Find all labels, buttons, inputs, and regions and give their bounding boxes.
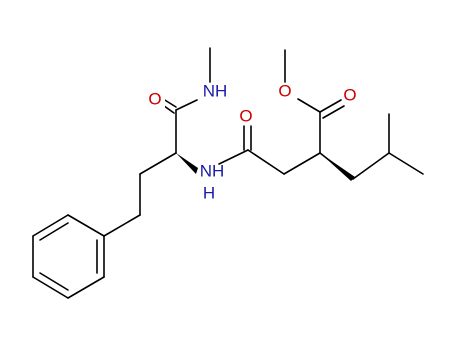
bond-ring-inner-3: [39, 222, 69, 241]
atom-nh-amide-h: H: [203, 183, 215, 202]
bond-ring-3: [32, 276, 69, 299]
atom-o-amide2: O: [239, 106, 252, 125]
bond-ester-double-a: [319, 99, 342, 113]
bond-isobutyl-methyl2: [388, 152, 424, 175]
bond-ring-inner-2: [39, 272, 69, 291]
bond-ester-double-b: [322, 105, 345, 119]
bond-ring-6: [67, 214, 105, 237]
bond-ring-2: [67, 276, 105, 299]
bond-chiral-ch2-base: [319, 152, 354, 180]
atom-bg-o-amide1: [147, 90, 165, 110]
atom-nh-methylamide: NH: [203, 81, 228, 100]
bond-ch2-chiral: [283, 152, 321, 175]
atom-layer: O NH NH H O O O: [147, 81, 357, 202]
atom-nh-amide: NH: [200, 161, 225, 180]
bond-ring-5: [32, 214, 69, 237]
bond-nh-carbonyl1: [175, 99, 198, 111]
bond-ch2-phenyl: [103, 214, 141, 237]
bond-ester-ometh: [297, 98, 321, 113]
bond-carbonyl2-ch2: [247, 149, 285, 175]
bond-ch2-isobutyl: [352, 152, 390, 180]
bond-layer: [32, 47, 424, 299]
atom-o-ester-carbonyl: O: [343, 85, 356, 104]
bond-wedge-alpha-nh: [176, 153, 198, 174]
bond-alpha-ch2: [139, 152, 177, 175]
atom-o-amide1: O: [148, 89, 161, 108]
atom-o-ester-methoxy: O: [278, 81, 291, 100]
bond-nh-carbonyl2: [218, 149, 249, 165]
